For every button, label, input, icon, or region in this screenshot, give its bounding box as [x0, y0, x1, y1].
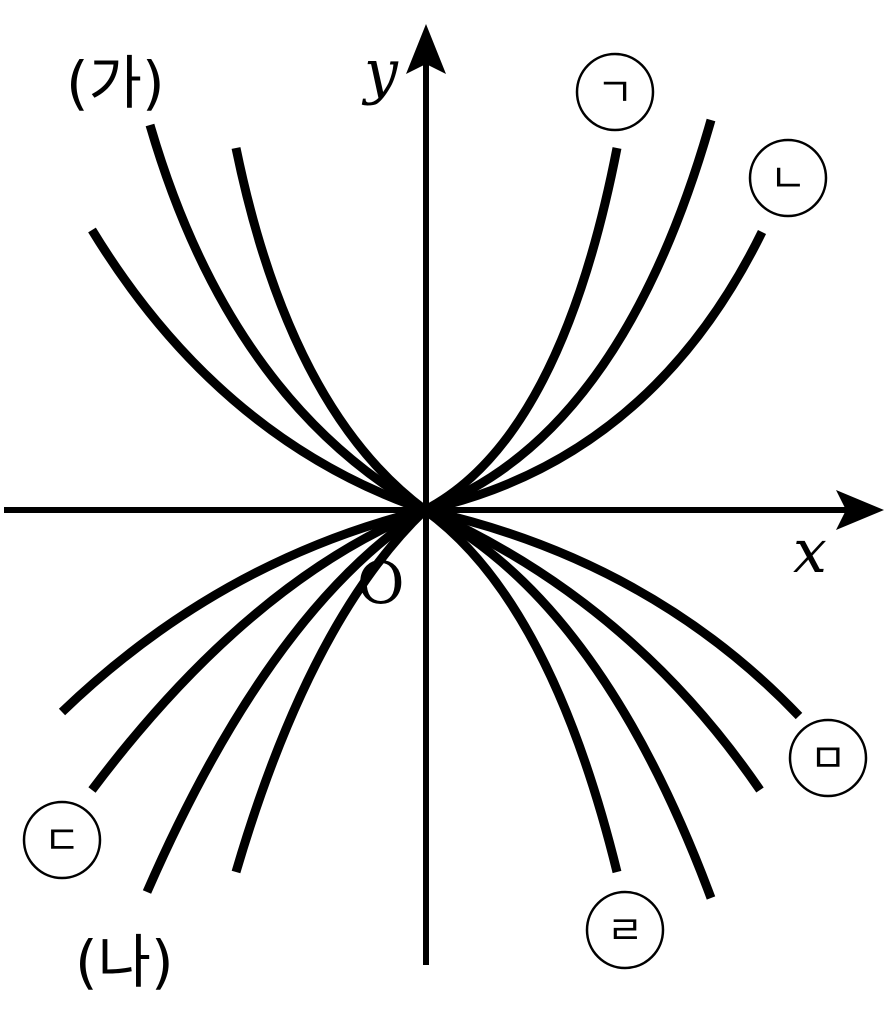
x-axis-arrowhead [836, 490, 884, 530]
origin-label: O [357, 549, 405, 617]
curve-label-nieun-text: ㄴ [770, 156, 807, 202]
curve-label-rieul: ㄹ [585, 890, 665, 970]
curve-label-digeut: ㄷ [22, 800, 102, 880]
curve-rieul [422, 506, 622, 874]
group-label-ga: (가) [66, 49, 165, 117]
curve-lower-left-inner [231, 506, 429, 874]
curve-label-rieul-text: ㄹ [607, 908, 644, 954]
curve-label-mieum-text: ㅁ [810, 736, 847, 782]
group-label-na: (나) [75, 928, 174, 996]
curve-label-giyeok-text: ㄱ [597, 70, 634, 116]
curve-lower-left-middle [88, 505, 427, 793]
curve-upper-left-outer [88, 227, 427, 515]
curve-lower-right-middle [422, 505, 716, 900]
curve-upper-left-middle [145, 123, 428, 514]
y-axis-label: y [361, 37, 399, 107]
curve-lower-left-outer [142, 506, 428, 894]
curve-giyeok [422, 147, 622, 514]
curve-digeut [58, 505, 427, 716]
curve-lower-right-outer [423, 505, 764, 793]
curve-label-digeut-text: ㄷ [44, 818, 81, 864]
curve-label-mieum: ㅁ [788, 718, 868, 798]
y-axis-arrowhead [406, 24, 446, 74]
curve-label-nieun: ㄴ [748, 138, 828, 218]
x-axis-label: x [793, 517, 827, 587]
curve-upper-left-inner [231, 147, 428, 514]
curve-nieun [424, 230, 767, 515]
curve-label-giyeok: ㄱ [575, 52, 655, 132]
curve-mieum [424, 505, 803, 720]
curve-upper-right-middle [423, 118, 716, 515]
